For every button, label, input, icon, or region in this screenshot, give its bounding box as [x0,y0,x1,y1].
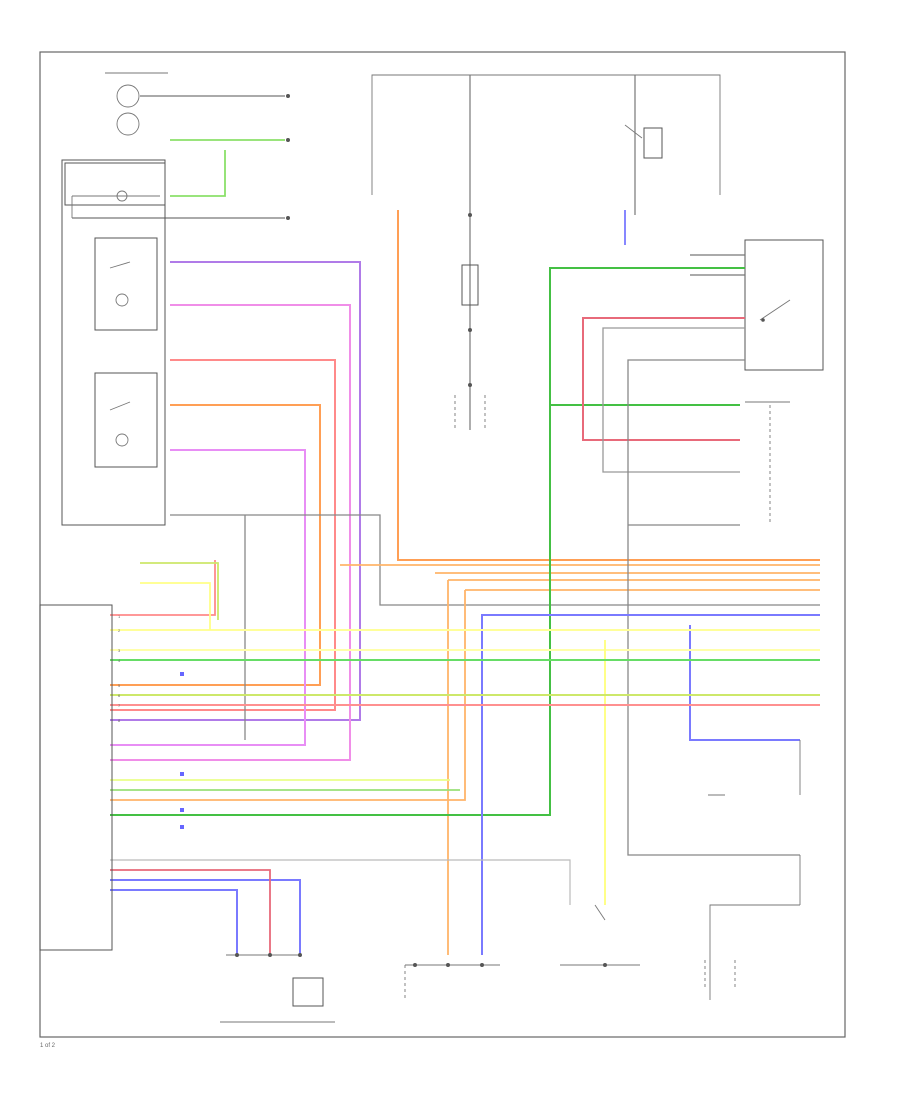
wire-orange [110,404,321,686]
splice-markers [180,672,184,829]
component-ac-switch [94,237,158,331]
component-control-panel [61,159,166,526]
wire-green-main [110,267,745,816]
wire-blue-long [481,614,820,955]
component-ac-compressor [220,953,335,1023]
wire-red-right [582,317,745,441]
component-resistor [745,401,790,525]
component-lamp [64,162,290,220]
svg-text:1: 1 [118,614,121,619]
wire-blue-low-2 [110,879,301,955]
wire-red-low [110,869,271,955]
svg-text:3: 3 [118,648,121,653]
wire-violet [110,449,306,746]
svg-text:2: 2 [118,628,121,633]
wire-blue-low [110,889,238,955]
component-fan-motor [704,740,801,1000]
wire-gray-low [110,859,571,905]
wire-red-left [110,560,216,616]
wire-red [110,359,336,711]
wire-black-ground [170,514,820,606]
component-pressure-switch [404,963,500,1000]
module-pin-labels: 1 2 3 4 5 6 7 8 [118,614,121,723]
component-blower-switch [94,372,158,468]
wire-pink [110,304,351,761]
svg-text:7: 7 [118,703,121,708]
wire-green-black-lamp [170,150,226,197]
wire-orange-main [397,210,820,561]
svg-text:6: 6 [118,693,121,698]
svg-text:5: 5 [118,683,121,688]
wire-black-center [627,359,800,856]
svg-text:8: 8 [118,718,121,723]
component-fuse-block [371,74,721,430]
wire-gray-right [602,327,745,473]
footer-code: 1 of 2 [40,1043,56,1049]
diagram-frame [39,51,846,1038]
svg-text:4: 4 [118,658,121,663]
wire-blue-right [689,625,800,741]
wire-yellow-left [140,582,211,630]
wire-purple-blue [110,261,361,721]
component-thermistor [560,904,640,967]
component-blower-motor [744,239,824,371]
component-top-left-sensor [105,72,290,136]
component-module [39,604,113,951]
wire-green-yellow-left [140,562,219,620]
